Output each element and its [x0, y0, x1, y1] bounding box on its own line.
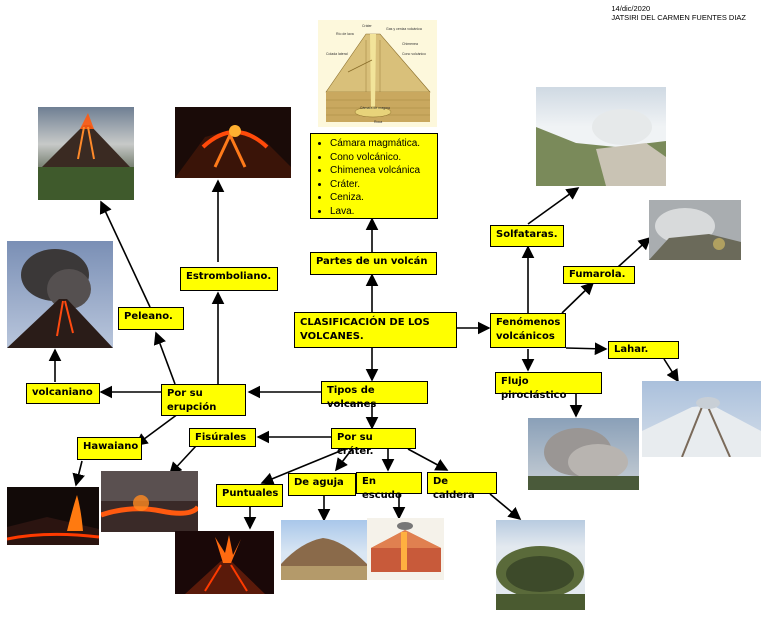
- volcano-parts-diagram: Cráter Gas y ceniza volcánica Río de lav…: [318, 20, 437, 127]
- aguja-node: De aguja: [288, 473, 356, 496]
- fumarola-image: [649, 200, 741, 260]
- lahar-node: Lahar.: [608, 341, 679, 359]
- arrow-solfataras-img: [527, 187, 580, 225]
- parts-label: Partes de un volcán: [316, 256, 428, 267]
- root-node: CLASIFICACIÓN DE LOS VOLCANES.: [294, 312, 457, 348]
- by-crater-label: Por su cráter.: [337, 432, 374, 457]
- fisurales-image: [101, 471, 198, 532]
- solfataras-image: [536, 87, 666, 186]
- puntuales-node: Puntuales: [216, 484, 283, 507]
- solfataras-label: Solfataras.: [496, 229, 558, 240]
- lahar-image: [642, 381, 761, 457]
- by-crater-node: Por su cráter.: [331, 428, 416, 457]
- solfataras-node: Solfataras.: [490, 225, 564, 247]
- vulcaniano-node: volcaniano: [26, 383, 100, 404]
- fumarola-node: Fumarola.: [563, 266, 635, 284]
- diagram-label: Cono volcánico: [402, 52, 426, 56]
- fumarola-label: Fumarola.: [569, 269, 626, 280]
- vulcaniano-image: [7, 241, 113, 348]
- arrow-crater-caldera: [407, 448, 449, 471]
- parts-node: Partes de un volcán: [310, 252, 437, 275]
- peleano-image: [38, 107, 134, 200]
- diagram-label: Colada lateral: [326, 52, 348, 56]
- peleano-label: Peleano.: [124, 311, 173, 322]
- arrow-fisurales-img: [168, 445, 197, 476]
- diagram-label: Río de lava: [336, 32, 354, 36]
- diagram-label: Cráter: [362, 24, 372, 28]
- parts-item: Chimenea volcánica: [330, 164, 432, 178]
- arrow-hawaiano-img: [72, 460, 85, 487]
- arrow-eruption-peleano: [153, 331, 176, 385]
- by-eruption-node: Por su erupción: [161, 384, 246, 416]
- caldera-label: De caldera: [433, 476, 475, 501]
- arrow-lahar-img: [663, 358, 679, 383]
- vulcaniano-label: volcaniano: [32, 387, 93, 398]
- flujo-image: [528, 418, 639, 490]
- author: JATSIRI DEL CARMEN FUENTES DIAZ: [611, 13, 746, 22]
- diagram-label: Cámara de magma: [360, 106, 390, 110]
- parts-item: Ceniza.: [330, 191, 432, 205]
- diagram-label: Gas y ceniza volcánica: [386, 27, 422, 31]
- hawaiano-label: Hawaiano: [83, 441, 139, 452]
- parts-item: Cámara magmática.: [330, 137, 432, 151]
- estromboliano-image: [175, 107, 291, 178]
- arrow-phenomena-fumarola: [561, 281, 595, 314]
- caldera-image: [496, 520, 585, 610]
- lahar-label: Lahar.: [614, 344, 649, 355]
- hawaiano-image: [7, 487, 99, 545]
- arrow-caldera-img: [489, 493, 522, 521]
- parts-list: Cámara magmática. Cono volcánico. Chimen…: [316, 137, 432, 218]
- phenomena-node: Fenómenos volcánicos: [490, 313, 566, 348]
- parts-item: Lava.: [330, 205, 432, 219]
- hawaiano-node: Hawaiano: [77, 437, 142, 460]
- diagram-label: Chimenea: [402, 42, 418, 46]
- arrow-crater-puntuales: [260, 448, 346, 485]
- arrow-peleano-img: [99, 200, 151, 308]
- root-label: CLASIFICACIÓN DE LOS VOLCANES.: [300, 317, 430, 342]
- header: 14/dic/2020 JATSIRI DEL CARMEN FUENTES D…: [611, 4, 746, 22]
- parts-item: Cráter.: [330, 178, 432, 192]
- caldera-node: De caldera: [427, 472, 497, 501]
- escudo-node: En escudo: [356, 472, 422, 501]
- puntuales-image: [175, 531, 274, 594]
- types-node: Tipos de volcanes: [321, 381, 428, 410]
- arrow-phenomena-lahar: [565, 342, 608, 356]
- aguja-label: De aguja: [294, 477, 344, 488]
- types-label: Tipos de volcanes: [327, 385, 377, 410]
- arrow-fumarola-img: [617, 236, 652, 268]
- puntuales-label: Puntuales: [222, 488, 279, 499]
- peleano-node: Peleano.: [118, 307, 184, 330]
- arrow-crater-aguja: [335, 448, 353, 472]
- fisurales-label: Fisúrales: [195, 432, 247, 443]
- diagram-label: Roca: [374, 120, 383, 124]
- parts-list-box: Cámara magmática. Cono volcánico. Chimen…: [310, 133, 438, 219]
- estromboliano-node: Estromboliano.: [180, 267, 278, 291]
- date: 14/dic/2020: [611, 4, 651, 13]
- escudo-image: [367, 518, 444, 580]
- escudo-label: En escudo: [362, 476, 402, 501]
- flujo-label: Flujo piroclástico: [501, 376, 567, 401]
- fisurales-node: Fisúrales: [189, 428, 256, 447]
- estromboliano-label: Estromboliano.: [186, 271, 272, 282]
- aguja-image: [281, 520, 367, 580]
- phenomena-label: Fenómenos volcánicos: [496, 317, 561, 342]
- parts-item: Cono volcánico.: [330, 151, 432, 165]
- by-eruption-label: Por su erupción: [167, 388, 217, 413]
- flujo-node: Flujo piroclástico: [495, 372, 602, 401]
